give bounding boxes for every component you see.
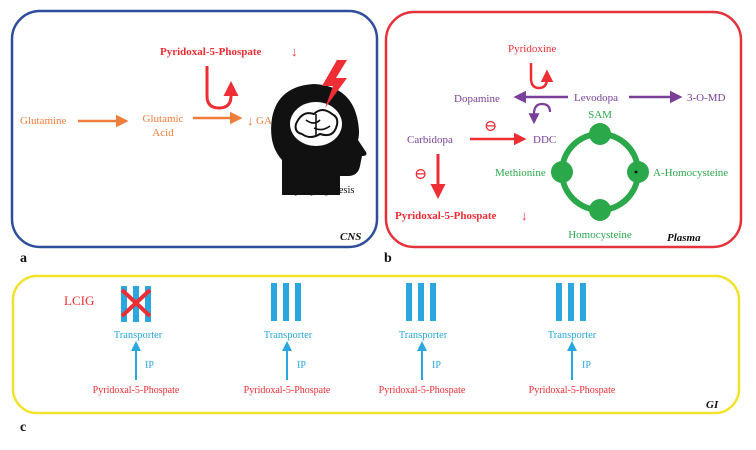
homocysteine-label: Homocysteine [568, 229, 632, 241]
ip-label: IP [297, 360, 306, 371]
homocysteine-node [589, 199, 611, 221]
transporter-bar [580, 283, 586, 321]
ip-label: IP [582, 360, 591, 371]
pyridoxine-label: Pyridoxine [508, 43, 556, 55]
lcig-label: LCIG [64, 293, 94, 308]
p5p-plasma-label: Pyridoxal-5-Phospate [395, 210, 497, 222]
transporter-label: Transporter [548, 330, 597, 341]
ip-label: IP [145, 360, 154, 371]
inhibit-symbol-p5p: ⊖ [414, 166, 427, 183]
transporter-bar [271, 283, 277, 321]
inhibit-symbol-ddc: ⊖ [484, 118, 497, 135]
transporter-bar [556, 283, 562, 321]
gi-column-2: Transporter IP Pyridoxal-5-Phospate [244, 283, 331, 396]
panel-letter-a: a [20, 251, 27, 266]
transporter-bar [568, 283, 574, 321]
sam-node [589, 123, 611, 145]
methionine-label: Methionine [495, 167, 546, 179]
p5p-gi-label: Pyridoxal-5-Phospate [529, 385, 616, 396]
transporter-bar [406, 283, 412, 321]
transporter-bar [121, 286, 127, 322]
transporter-label: Transporter [399, 330, 448, 341]
carbidopa-label: Carbidopa [407, 134, 453, 146]
gaba-down-arrow: ↓ [247, 113, 254, 128]
panel-letter-c: c [20, 420, 26, 435]
gi-panel-border [11, 274, 741, 415]
sam-label: SAM [588, 109, 612, 121]
plasma-region-label: Plasma [667, 232, 701, 244]
glutamine-label: Glutamine [20, 115, 67, 127]
glutamic-acid-label-line2: Acid [152, 127, 174, 139]
ip-label: IP [432, 360, 441, 371]
levodopa-label: Levodopa [574, 92, 618, 104]
gi-column-4: Transporter IP Pyridoxal-5-Phospate [529, 283, 616, 396]
methionine-cycle-ring [559, 131, 641, 213]
ddc-label: DDC [533, 134, 556, 146]
p5p-gi-label: Pyridoxal-5-Phospate [93, 385, 180, 396]
a-homocysteine-label: A-Homocysteine [653, 167, 728, 179]
lightning-bolt-icon [322, 60, 347, 108]
glutamic-acid-label-line1: Glutamic [143, 113, 184, 125]
p5p-plasma-down-arrow: ↓ [521, 208, 528, 223]
red-x-icon [120, 288, 152, 318]
plasma-panel-border [384, 10, 743, 249]
p5p-cns-label: Pyridoxal-5-Phospate [160, 46, 262, 58]
p5p-gi-label: Pyridoxal-5-Phospate [244, 385, 331, 396]
head-silhouette-brain-icon [271, 84, 367, 195]
transporter-bar [418, 283, 424, 321]
transporter-bar [430, 283, 436, 321]
dopamine-label: Dopamine [454, 93, 500, 105]
a-homocysteine-node [627, 161, 649, 183]
gi-column-1: Transporter IP Pyridoxal-5-Phospate [93, 286, 180, 396]
pyridoxine-curve-arrow [529, 63, 554, 90]
cns-panel-border [10, 9, 379, 249]
gi-column-3: Transporter IP Pyridoxal-5-Phospate [379, 283, 466, 396]
methionine-node [551, 161, 573, 183]
transporter-label: Transporter [114, 330, 163, 341]
panel-letter-b: b [384, 251, 392, 266]
ddc-curve-arrow [528, 102, 552, 125]
transporter-bar [295, 283, 301, 321]
epileptogenesis-label: Epileptogenesis [288, 185, 355, 196]
transporter-bar [145, 286, 151, 322]
p5p-gi-label: Pyridoxal-5-Phospate [379, 385, 466, 396]
gi-region-label: GI [706, 399, 719, 411]
transporter-bar [283, 283, 289, 321]
a-homocysteine-node-dot [634, 170, 638, 174]
p5p-cns-down-arrow: ↓ [291, 44, 298, 59]
transporter-label: Transporter [264, 330, 313, 341]
p5p-cofactor-curve-arrow [205, 66, 239, 110]
cns-region-label: CNS [340, 231, 361, 243]
3omd-label: 3-O-MD [687, 92, 726, 104]
